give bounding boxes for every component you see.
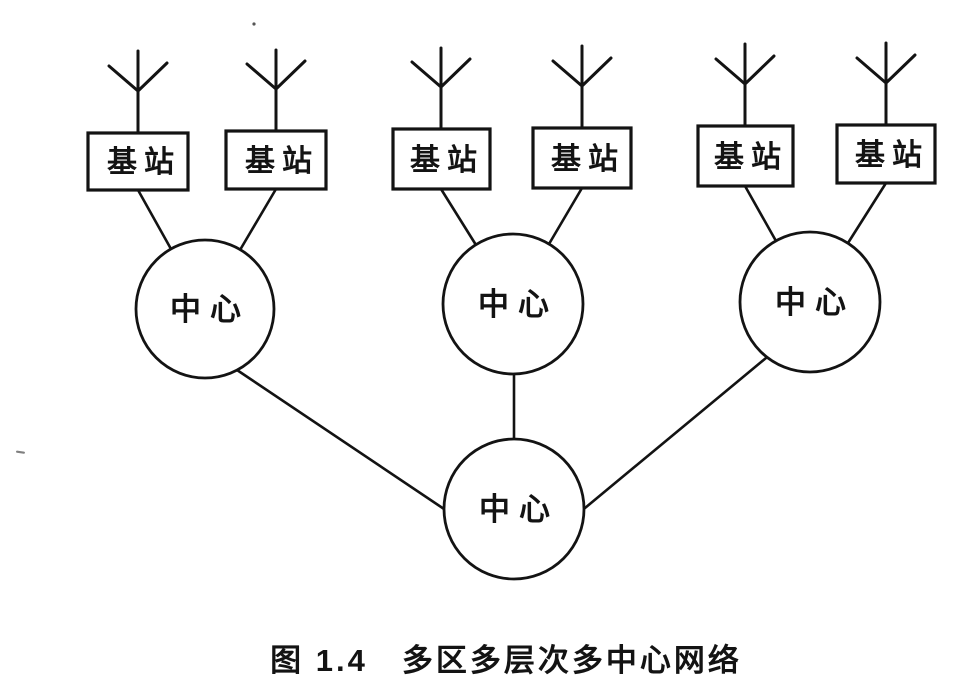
base-station-label: 基站 — [410, 144, 484, 177]
center-circle — [441, 232, 585, 376]
base-station-node: 基站 — [224, 129, 328, 191]
base-station-node: 基站 — [835, 123, 937, 185]
center-label: 中心 — [479, 492, 559, 527]
base-station-node: 基站 — [391, 127, 492, 191]
connection-line — [583, 356, 768, 510]
center-node: 中心 — [442, 437, 586, 581]
base-station-label: 基站 — [855, 139, 929, 172]
base-station-label: 基站 — [245, 145, 319, 178]
connection-line — [439, 187, 478, 247]
connection-line — [136, 188, 173, 251]
antenna-icon — [714, 42, 776, 128]
base-station-label: 基站 — [107, 146, 181, 179]
center-label: 中心 — [478, 287, 558, 322]
center-circle — [738, 230, 882, 374]
base-station-box — [391, 127, 492, 191]
connection-line — [743, 184, 778, 243]
connection-line — [547, 186, 584, 246]
base-station-node: 基站 — [696, 124, 795, 188]
center-node: 中心 — [134, 238, 276, 380]
antenna-icon — [245, 48, 307, 133]
antenna-icon — [107, 49, 169, 135]
center-label: 中心 — [775, 285, 855, 320]
center-circle — [442, 437, 586, 581]
base-station-box — [835, 123, 937, 185]
base-station-box — [531, 126, 633, 190]
center-node: 中心 — [441, 232, 585, 376]
antenna-icon — [410, 46, 472, 131]
connection-line — [235, 368, 446, 511]
center-label: 中心 — [170, 292, 250, 327]
center-circle — [134, 238, 276, 380]
center-node: 中心 — [738, 230, 882, 374]
base-station-node: 基站 — [86, 131, 190, 192]
base-station-box — [86, 131, 190, 192]
base-station-box — [224, 129, 328, 191]
scan-smudge — [16, 450, 25, 454]
connection-line — [238, 187, 278, 252]
scan-speck — [252, 22, 256, 26]
base-station-node: 基站 — [531, 126, 633, 190]
base-station-label: 基站 — [551, 143, 625, 176]
connection-line — [846, 181, 888, 245]
antenna-icon — [855, 41, 917, 127]
antenna-icon — [551, 44, 613, 130]
figure-caption: 图 1.4 多区多层次多中心网络 — [270, 643, 742, 678]
base-station-label: 基站 — [714, 141, 788, 174]
base-station-box — [696, 124, 795, 188]
